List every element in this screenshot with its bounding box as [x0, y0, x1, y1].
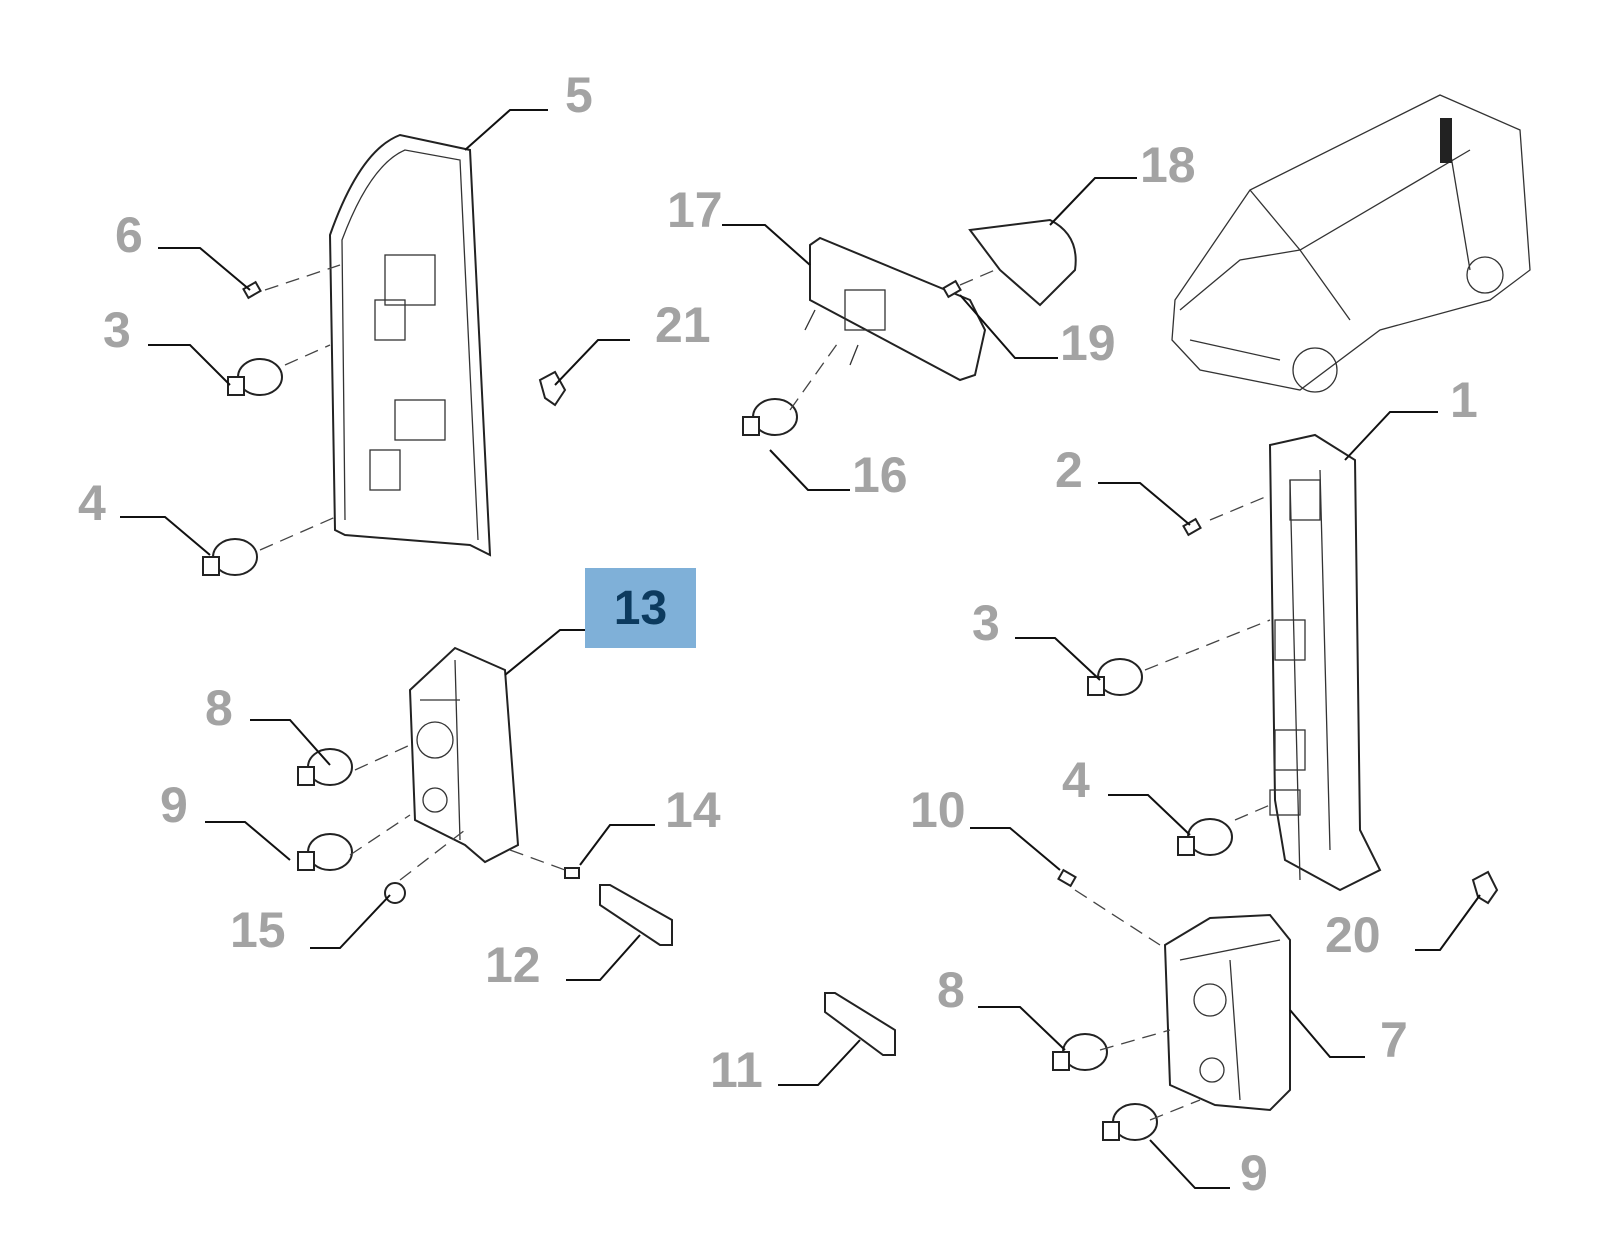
leader-line [158, 247, 251, 291]
callout-9[interactable]: 9 [1240, 1145, 1268, 1201]
callout-20[interactable]: 20 [1325, 907, 1381, 963]
leader-line [978, 1006, 1066, 1051]
callout-leaders [120, 109, 1481, 1189]
callout-1[interactable]: 1 [1450, 372, 1478, 428]
callout-11[interactable]: 11 [710, 1042, 763, 1098]
leader-line [1344, 411, 1438, 461]
bulb-icon [297, 833, 353, 871]
leader-line [148, 344, 231, 386]
leader-line [959, 294, 1058, 359]
van-brake-light-marker [1440, 118, 1452, 163]
leader-line [1289, 1009, 1365, 1058]
callout-8[interactable]: 8 [937, 962, 965, 1018]
callout-16[interactable]: 16 [852, 447, 908, 503]
leader-line [310, 894, 391, 949]
leader-line [250, 719, 331, 766]
callout-12[interactable]: 12 [485, 937, 541, 993]
callout-4[interactable]: 4 [1062, 752, 1090, 808]
brake-light-cover [968, 218, 1077, 307]
callout-14[interactable]: 14 [665, 782, 721, 838]
leader-line [120, 516, 211, 556]
callout-7[interactable]: 7 [1380, 1012, 1408, 1068]
leader-line [464, 109, 548, 151]
callout-3[interactable]: 3 [972, 595, 1000, 651]
leader-line [1049, 177, 1137, 226]
bulbs [202, 358, 1233, 1141]
bulb-icon [1052, 1033, 1108, 1071]
bulb-icon [1177, 818, 1233, 856]
leader-line [579, 824, 655, 866]
callout-8[interactable]: 8 [205, 680, 233, 736]
leader-line [1415, 894, 1481, 951]
callout-2[interactable]: 2 [1055, 442, 1083, 498]
bulb-icon [297, 748, 353, 786]
leader-line [554, 339, 630, 386]
callout-13-highlighted[interactable]: 13 [585, 568, 696, 648]
bulb-icon [202, 538, 258, 576]
rear-lamp-small-left [408, 646, 520, 864]
leader-line [769, 449, 850, 491]
leader-line [1015, 637, 1101, 681]
leader-line [1098, 482, 1191, 526]
callout-9[interactable]: 9 [160, 777, 188, 833]
callout-17[interactable]: 17 [667, 182, 723, 238]
callout-19[interactable]: 19 [1060, 315, 1116, 371]
license-plate-light [599, 884, 896, 1056]
third-brake-light [804, 236, 987, 382]
callout-3[interactable]: 3 [103, 302, 131, 358]
leader-line [778, 1039, 861, 1086]
bulb-icon [227, 358, 283, 396]
rear-lamp-small-right [1163, 913, 1291, 1112]
callout-4[interactable]: 4 [78, 475, 106, 531]
callout-18[interactable]: 18 [1140, 137, 1196, 193]
van-overview [1171, 94, 1531, 393]
leader-line [1108, 794, 1191, 836]
callout-21[interactable]: 21 [655, 297, 711, 353]
leader-line [970, 827, 1061, 871]
bulb-icon [742, 398, 798, 436]
callout-5[interactable]: 5 [565, 67, 593, 123]
bulb-icon [1102, 1103, 1158, 1141]
leader-line [566, 934, 641, 981]
callout-10[interactable]: 10 [910, 782, 966, 838]
rear-lamp-right [1268, 433, 1382, 892]
leader-line [1149, 1139, 1230, 1189]
leader-line [205, 821, 291, 861]
assembly-lines [259, 264, 1271, 1121]
rear-lamp-left [328, 133, 492, 557]
leader-line [722, 224, 811, 266]
callout-6[interactable]: 6 [115, 207, 143, 263]
callout-15[interactable]: 15 [230, 902, 286, 958]
